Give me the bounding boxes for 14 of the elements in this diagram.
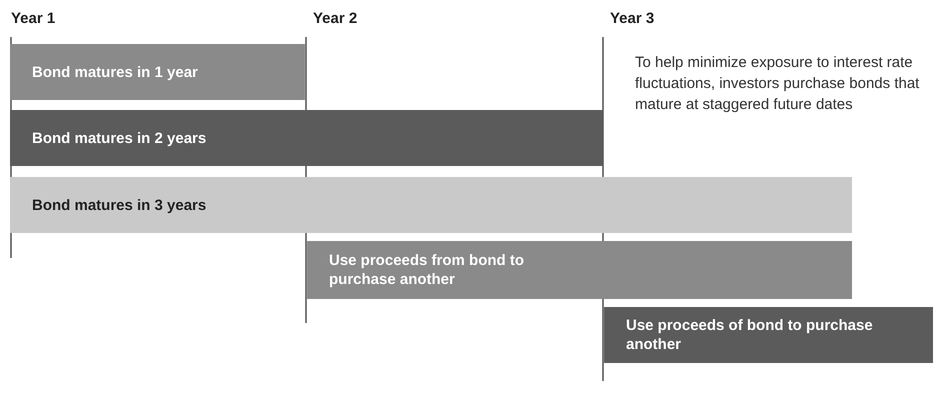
bar-label: Bond matures in 3 years: [32, 196, 206, 214]
bar-label: Use proceeds from bond to purchase another: [329, 251, 526, 289]
note-text: To help minimize exposure to interest rate fluctuations, investors purchase bonds that mature at staggered future dates: [635, 53, 920, 115]
bar-label: Use proceeds of bond to purchase another: [626, 316, 874, 354]
bar-label: Bond matures in 1 year: [32, 62, 198, 82]
year-label: Year 1: [11, 10, 56, 27]
timeline-bar: [10, 44, 305, 100]
year-label: Year 2: [313, 10, 358, 27]
timeline-bar: [10, 177, 852, 233]
timeline-bar: [10, 110, 603, 166]
timeline-bar: [604, 307, 933, 363]
timeline-bar: [307, 241, 852, 299]
bar-label: Bond matures in 2 years: [32, 128, 206, 148]
year-label: Year 3: [610, 10, 654, 27]
